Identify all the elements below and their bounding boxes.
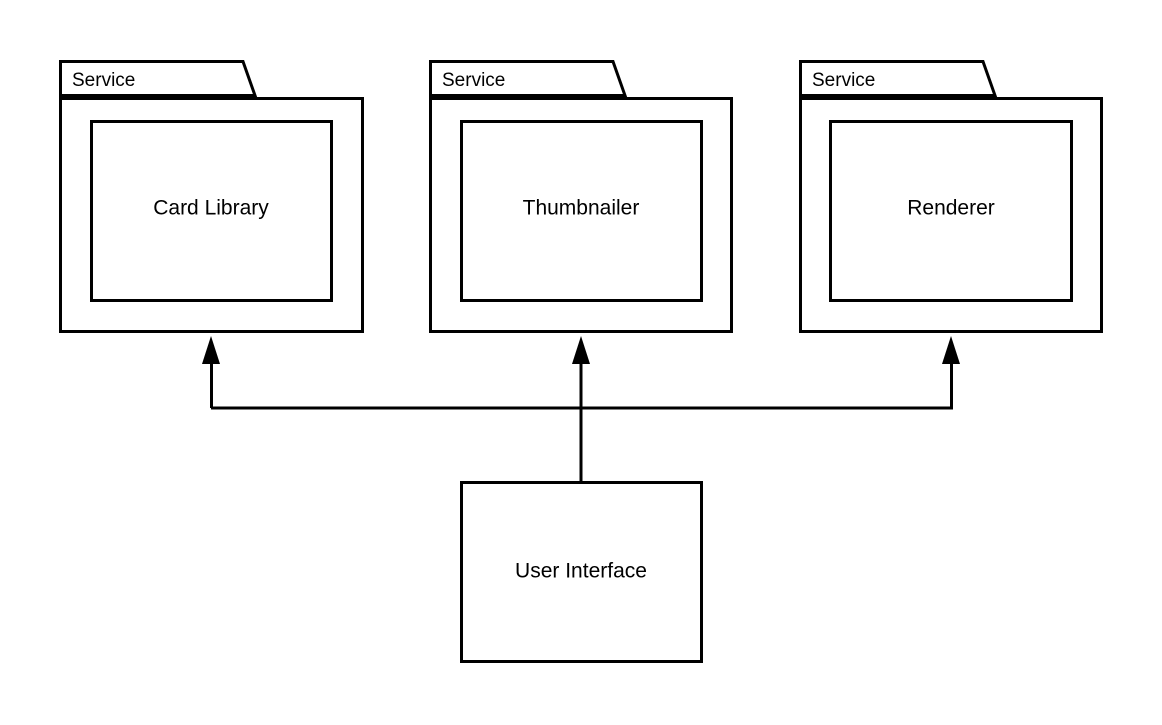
component-label-thumbnailer: Thumbnailer [523,197,640,220]
arrowhead-renderer [942,336,960,364]
stereotype-label-renderer: Service [812,70,875,91]
package-tab-card-library [59,60,258,97]
node-user-interface[interactable]: User Interface [460,481,703,663]
user-interface-label: User Interface [515,560,647,583]
package-tab-renderer [799,60,998,97]
component-label-renderer: Renderer [907,197,995,220]
stereotype-label-thumbnailer: Service [442,70,505,91]
arrowhead-thumbnailer [572,336,590,364]
package-tab-thumbnailer [429,60,628,97]
component-box-renderer [829,120,1073,302]
connector-group [202,336,960,481]
package-thumbnailer[interactable]: Service Thumbnailer [429,60,733,333]
component-box-card-library [90,120,333,302]
arrowhead-card-library [202,336,220,364]
component-label-card-library: Card Library [153,197,269,220]
package-card-library[interactable]: Service Card Library [59,60,364,333]
package-renderer[interactable]: Service Renderer [799,60,1103,333]
stereotype-label-card-library: Service [72,70,135,91]
component-box-thumbnailer [460,120,703,302]
user-interface-box [460,481,703,663]
